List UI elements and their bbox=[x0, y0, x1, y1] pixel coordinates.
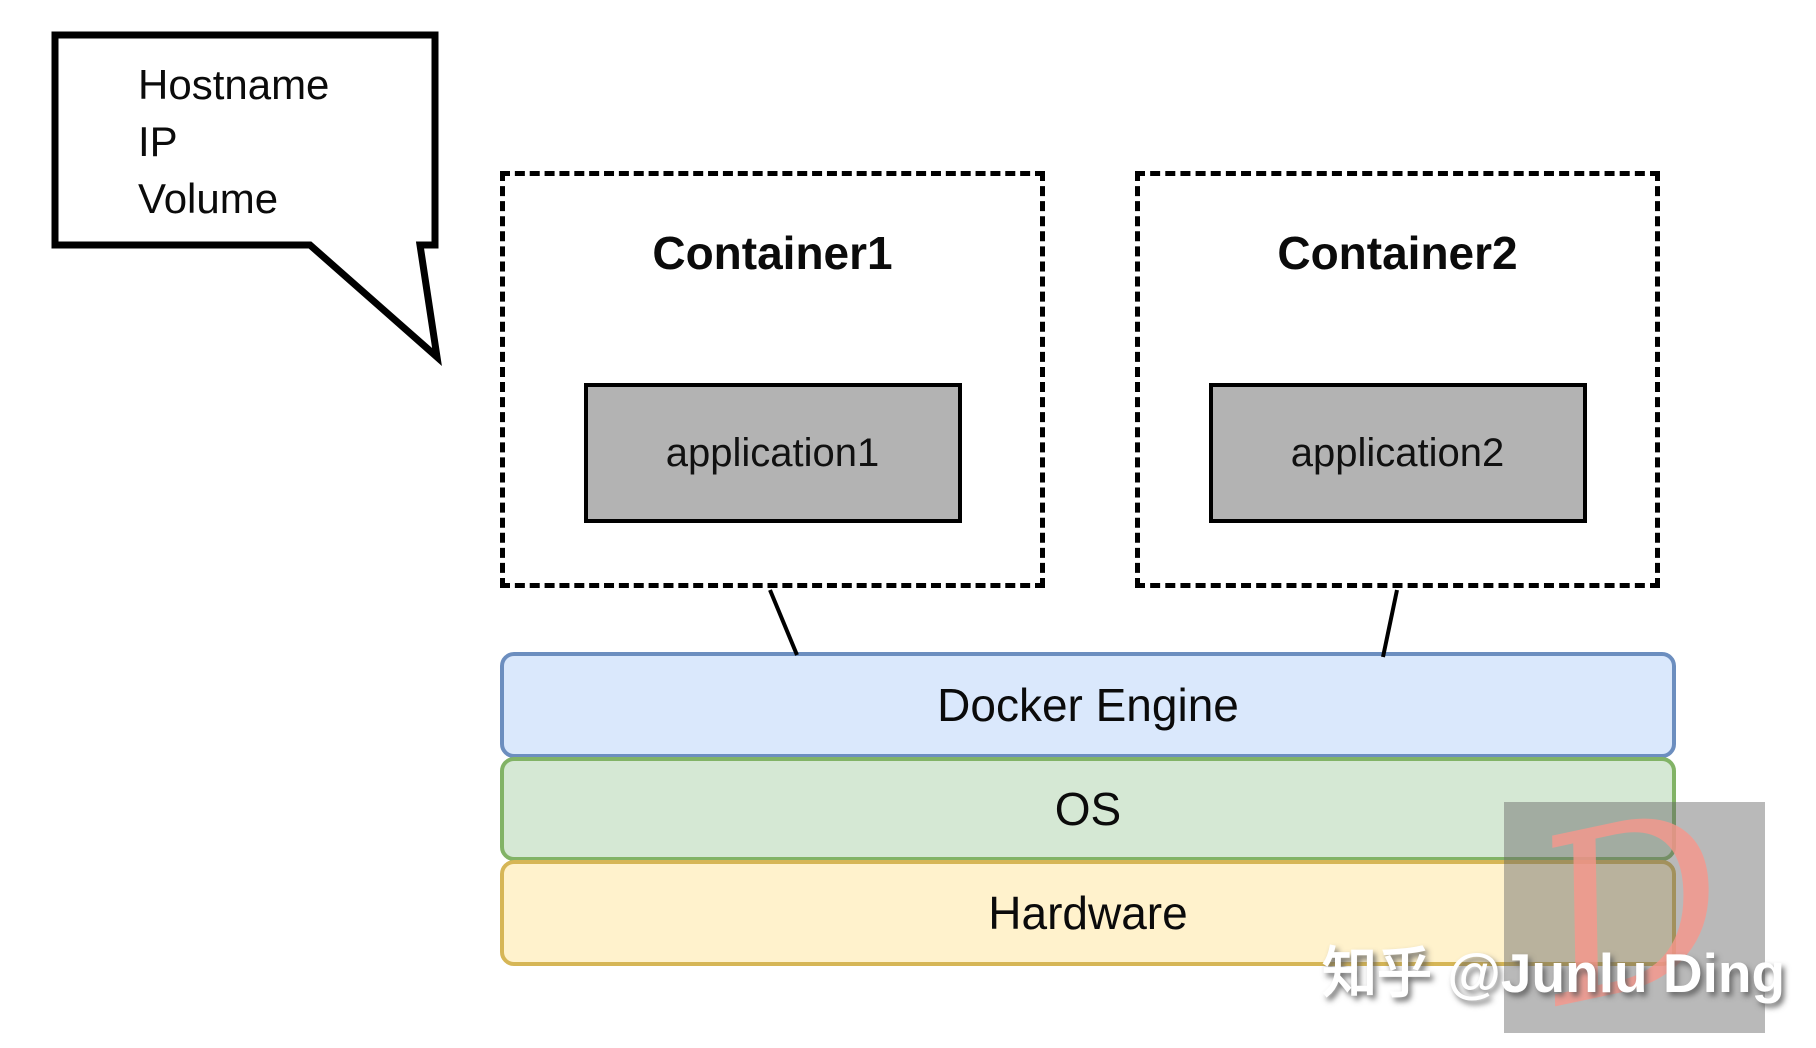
connector-container1-engine bbox=[768, 589, 799, 656]
application1-label: application1 bbox=[665, 430, 880, 475]
application2-label: application2 bbox=[1290, 430, 1505, 475]
os-layer: OS bbox=[500, 757, 1676, 861]
connector-container2-engine bbox=[1381, 589, 1399, 658]
hardware-layer: Hardware bbox=[500, 860, 1676, 966]
docker-engine-layer: Docker Engine bbox=[500, 652, 1676, 758]
watermark-logo-box: D bbox=[1504, 759, 1765, 1048]
watermark-credit-text: 知乎 @Junlu Ding bbox=[1322, 942, 1786, 1004]
application1-box: application1 bbox=[583, 383, 962, 523]
container1-title: Container1 bbox=[652, 227, 893, 279]
os-label: OS bbox=[1054, 783, 1122, 835]
callout-line-volume: Volume bbox=[138, 175, 279, 222]
container2-box: Container2 application2 bbox=[1135, 171, 1660, 588]
hardware-label: Hardware bbox=[988, 887, 1188, 939]
callout-bubble-text: Hostname IP Volume bbox=[138, 56, 329, 227]
callout-line-hostname: Hostname bbox=[138, 61, 330, 108]
docker-engine-label: Docker Engine bbox=[937, 679, 1239, 731]
container1-box: Container1 application1 bbox=[500, 171, 1045, 588]
application2-box: application2 bbox=[1208, 383, 1587, 523]
callout-line-ip: IP bbox=[138, 118, 178, 165]
container2-title: Container2 bbox=[1277, 227, 1518, 279]
